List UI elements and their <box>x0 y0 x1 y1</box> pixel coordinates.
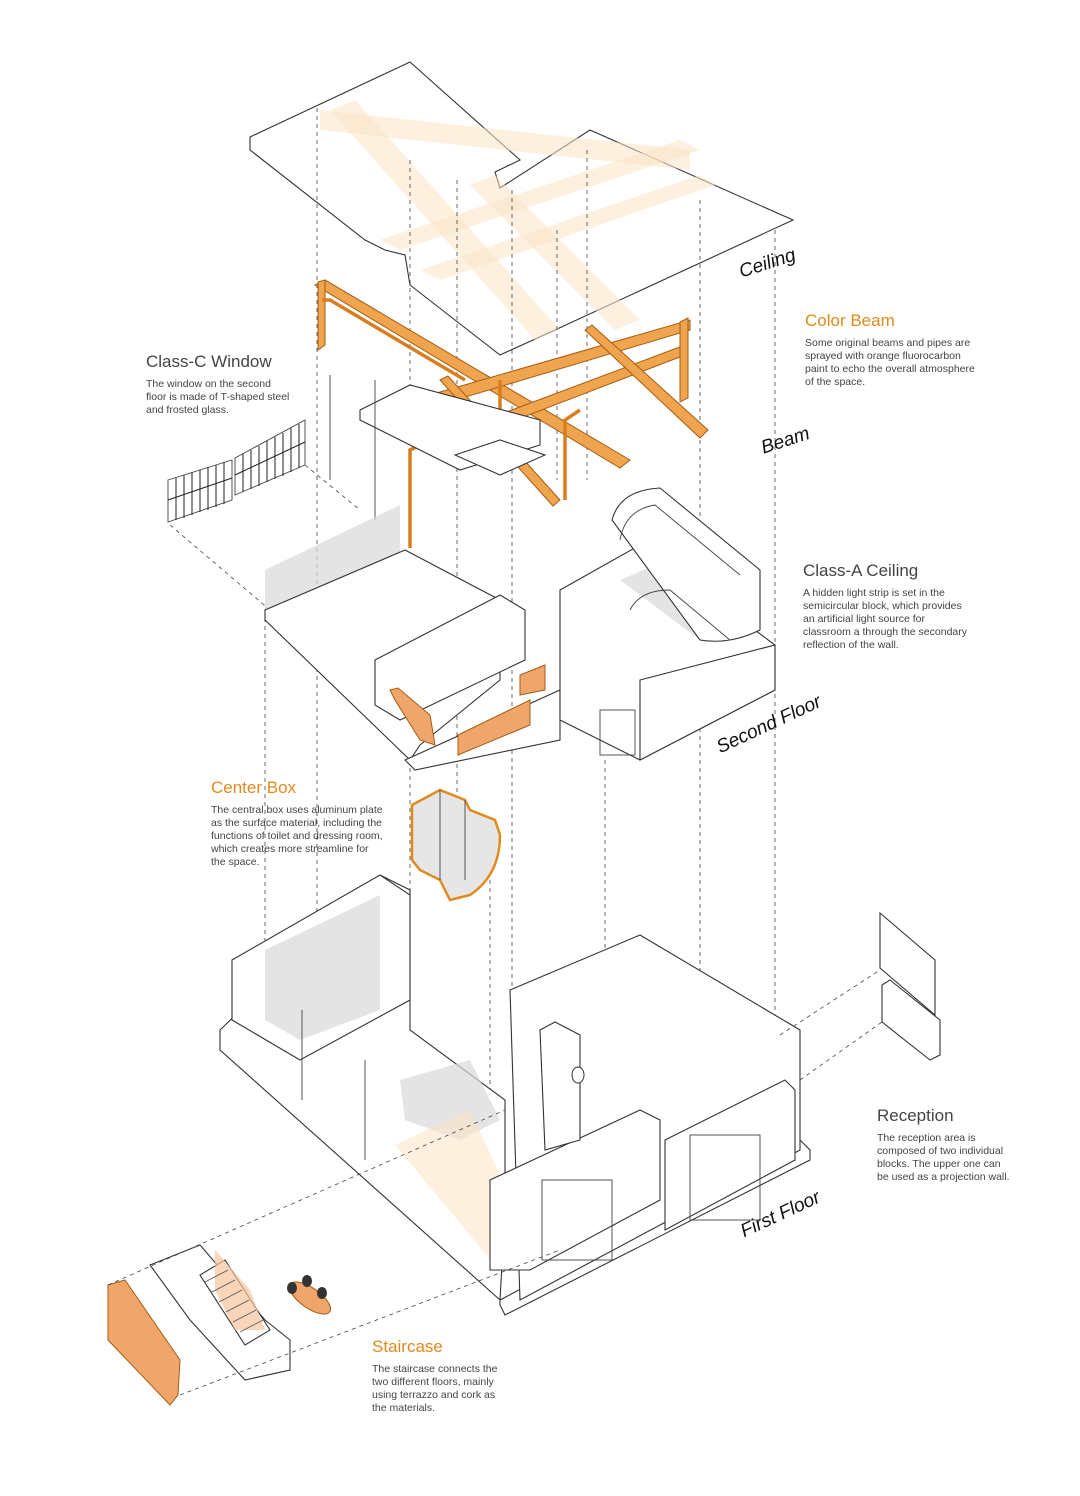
first-floor-layer <box>219 874 811 1316</box>
staircase-annotation: Staircase The staircase connects the two… <box>372 1337 507 1415</box>
class-c-window <box>167 419 361 611</box>
class-a-ceiling-annotation: Class-A Ceiling A hidden light strip is … <box>803 561 968 652</box>
center-box-title: Center Box <box>211 778 297 797</box>
staircase-title: Staircase <box>372 1337 443 1356</box>
projection-lines <box>264 108 776 1110</box>
reception-title: Reception <box>877 1106 954 1125</box>
reception-description: The reception area is composed of two in… <box>877 1132 1010 1183</box>
second-floor-layer <box>264 487 776 771</box>
class-c-window-title: Class-C Window <box>146 352 272 371</box>
ceiling-layer <box>249 61 795 356</box>
staircase-description: The staircase connects the two different… <box>372 1363 498 1414</box>
class-c-window-description: The window on the second floor is made o… <box>146 378 290 416</box>
reception-annotation: Reception The reception area is composed… <box>877 1106 1012 1184</box>
center-box <box>410 788 502 902</box>
reception-blocks <box>779 911 941 1081</box>
beam-layer <box>313 279 709 548</box>
staircase-layer <box>107 1109 561 1406</box>
class-a-ceiling-title: Class-A Ceiling <box>803 561 919 580</box>
color-beam-title: Color Beam <box>805 311 895 330</box>
center-box-annotation: Center Box The central box uses aluminum… <box>211 778 386 869</box>
color-beam-description: Some original beams and pipes are spraye… <box>805 337 975 388</box>
class-c-window-annotation: Class-C Window The window on the second … <box>146 352 291 417</box>
center-box-description: The central box uses aluminum plate as t… <box>211 804 383 868</box>
class-a-ceiling-description: A hidden light strip is set in the semic… <box>803 587 968 651</box>
color-beam-annotation: Color Beam Some original beams and pipes… <box>805 311 975 389</box>
